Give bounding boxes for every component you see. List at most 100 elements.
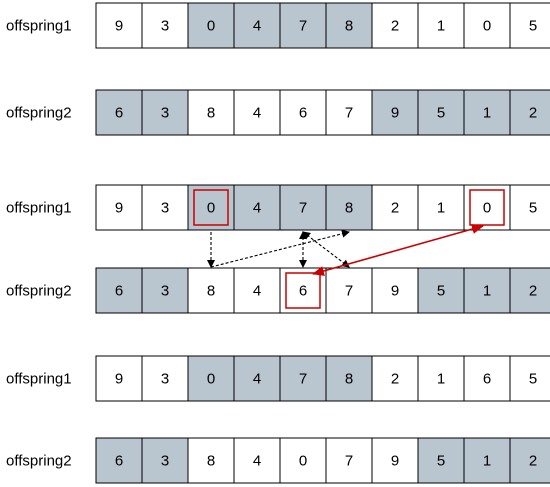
row-label: offspring2 — [6, 105, 72, 122]
gene-cell — [417, 355, 465, 402]
gene-value: 6 — [115, 453, 123, 470]
gene-cell — [187, 437, 235, 484]
gene-value: 9 — [391, 283, 399, 300]
gene-value: 9 — [115, 371, 123, 388]
gene-value: 2 — [529, 453, 537, 470]
gene-value: 0 — [299, 453, 307, 470]
gene-cell — [141, 89, 189, 136]
gene-cell — [95, 355, 143, 402]
gene-cell — [463, 437, 511, 484]
gene-value: 8 — [345, 371, 353, 388]
gene-value: 7 — [299, 371, 307, 388]
gene-cell — [325, 184, 373, 231]
gene-value: 4 — [253, 283, 261, 300]
arrows-layer — [207, 224, 484, 276]
mapping-arrow — [302, 231, 350, 268]
gene-value: 2 — [391, 200, 399, 217]
gene-value: 0 — [483, 18, 491, 35]
gene-cell — [141, 355, 189, 402]
gene-value: 7 — [345, 283, 353, 300]
gene-value: 5 — [529, 200, 537, 217]
gene-cell — [95, 267, 143, 314]
gene-cell — [95, 184, 143, 231]
gene-cell — [141, 437, 189, 484]
gene-value: 4 — [253, 105, 261, 122]
gene-cell — [509, 89, 550, 136]
row-label: offspring2 — [6, 283, 72, 300]
gene-value: 8 — [207, 453, 215, 470]
gene-value: 8 — [207, 283, 215, 300]
gene-cell — [279, 89, 327, 136]
gene-cell — [417, 184, 465, 231]
gene-cell — [325, 437, 373, 484]
gene-value: 4 — [253, 453, 261, 470]
gene-cell — [509, 267, 550, 314]
gene-cell — [233, 184, 281, 231]
gene-value: 5 — [529, 18, 537, 35]
gene-value: 3 — [161, 18, 169, 35]
gene-cell — [95, 437, 143, 484]
gene-cell — [325, 2, 373, 49]
gene-cell — [371, 2, 419, 49]
gene-cell — [95, 89, 143, 136]
row-label: offspring1 — [6, 371, 72, 388]
gene-cell — [233, 267, 281, 314]
gene-cell — [233, 89, 281, 136]
gene-value: 5 — [437, 453, 445, 470]
gene-value: 4 — [253, 371, 261, 388]
gene-value: 4 — [253, 200, 261, 217]
gene-value: 3 — [161, 453, 169, 470]
gene-value: 3 — [161, 105, 169, 122]
gene-value: 8 — [207, 105, 215, 122]
gene-value: 2 — [529, 283, 537, 300]
gene-value: 5 — [529, 371, 537, 388]
gene-value: 1 — [483, 283, 491, 300]
gene-value: 2 — [529, 105, 537, 122]
gene-value: 4 — [253, 18, 261, 35]
gene-value: 7 — [299, 200, 307, 217]
gene-cell — [509, 355, 550, 402]
highlight-box — [193, 189, 229, 226]
gene-cell — [187, 2, 235, 49]
gene-value: 9 — [115, 200, 123, 217]
gene-value: 1 — [483, 105, 491, 122]
gene-cell — [187, 267, 235, 314]
gene-value: 6 — [299, 105, 307, 122]
highlight-box — [469, 189, 505, 226]
gene-cell — [371, 184, 419, 231]
gene-value: 7 — [299, 18, 307, 35]
gene-value: 0 — [207, 200, 215, 217]
rows-layer: offspring1 9 3 0 4 7 8 2 1 0 5 offspring2 6 3 8 4 6 7 9 5 1 2… — [6, 2, 550, 484]
gene-value: 6 — [483, 371, 491, 388]
row-label: offspring2 — [6, 453, 72, 470]
gene-value: 7 — [345, 105, 353, 122]
gene-value: 2 — [391, 371, 399, 388]
gene-cell — [463, 2, 511, 49]
gene-value: 0 — [207, 18, 215, 35]
gene-cell — [233, 437, 281, 484]
gene-value: 1 — [437, 200, 445, 217]
gene-value: 7 — [345, 453, 353, 470]
gene-value: 6 — [115, 283, 123, 300]
row-label: offspring1 — [6, 200, 72, 217]
gene-value: 9 — [115, 18, 123, 35]
gene-value: 3 — [161, 283, 169, 300]
gene-value: 5 — [437, 105, 445, 122]
gene-cell — [141, 2, 189, 49]
gene-cell — [141, 267, 189, 314]
gene-cell — [95, 2, 143, 49]
gene-value: 2 — [391, 18, 399, 35]
gene-cell — [279, 184, 327, 231]
gene-value: 9 — [391, 453, 399, 470]
gene-cell — [509, 184, 550, 231]
gene-value: 3 — [161, 200, 169, 217]
swap-arrow — [312, 224, 484, 276]
